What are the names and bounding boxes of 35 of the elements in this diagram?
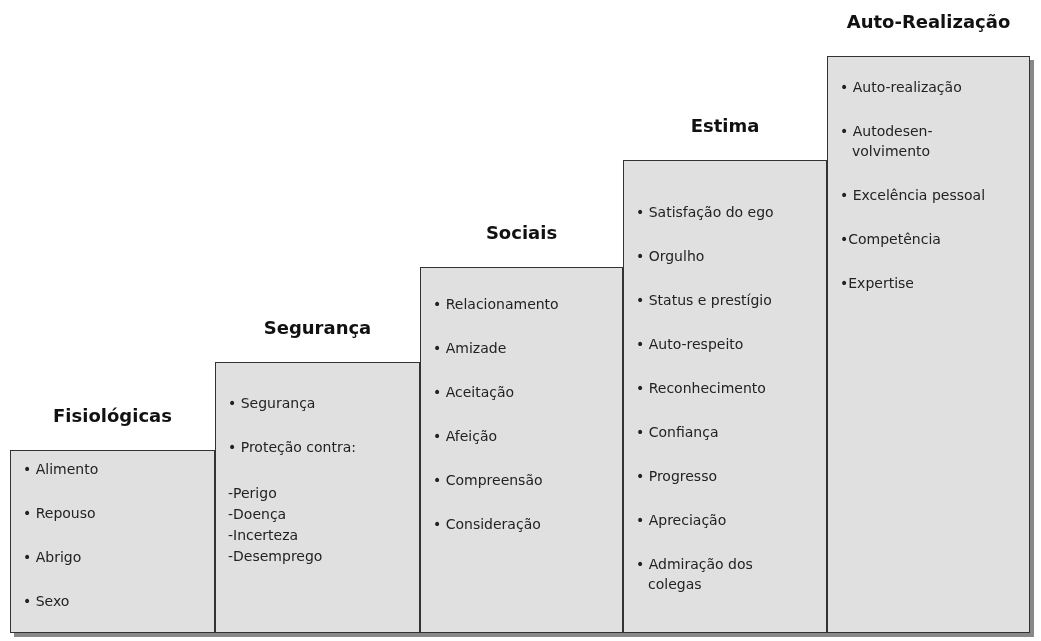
list-item: •Competência bbox=[839, 230, 942, 249]
list-item: • Excelência pessoal bbox=[839, 186, 987, 205]
list-item: • Autodesen- volvimento bbox=[839, 122, 934, 161]
step-heading: Auto-Realização bbox=[845, 11, 1012, 32]
step-heading: Fisiológicas bbox=[52, 405, 173, 426]
list-item: -Incerteza bbox=[227, 526, 300, 545]
step-heading: Segurança bbox=[262, 317, 373, 338]
list-item: • Abrigo bbox=[22, 548, 83, 567]
list-item: • Confiança bbox=[635, 423, 720, 442]
list-item: • Auto-realização bbox=[839, 78, 963, 97]
list-item: • Orgulho bbox=[635, 247, 706, 266]
list-item: -Doença bbox=[227, 505, 288, 524]
list-item: • Reconhecimento bbox=[635, 379, 767, 398]
list-item: -Desemprego bbox=[227, 547, 324, 566]
list-item: • Proteção contra: bbox=[227, 438, 357, 457]
list-item: • Alimento bbox=[22, 460, 100, 479]
list-item: •Expertise bbox=[839, 274, 915, 293]
list-item: • Repouso bbox=[22, 504, 97, 523]
list-item: • Admiração dos colegas bbox=[635, 555, 754, 594]
list-item: • Progresso bbox=[635, 467, 719, 486]
step-heading: Sociais bbox=[484, 222, 559, 243]
list-item: • Sexo bbox=[22, 592, 71, 611]
list-item: • Consideração bbox=[432, 515, 542, 534]
list-item: • Status e prestígio bbox=[635, 291, 773, 310]
list-item: • Relacionamento bbox=[432, 295, 560, 314]
list-item: • Compreensão bbox=[432, 471, 544, 490]
list-item: • Apreciação bbox=[635, 511, 728, 530]
step-heading: Estima bbox=[689, 115, 761, 136]
list-item: • Aceitação bbox=[432, 383, 516, 402]
list-item: • Segurança bbox=[227, 394, 317, 413]
list-item: • Amizade bbox=[432, 339, 508, 358]
list-item: • Auto-respeito bbox=[635, 335, 745, 354]
list-item: • Afeição bbox=[432, 427, 499, 446]
list-item: • Satisfação do ego bbox=[635, 203, 775, 222]
list-item: -Perigo bbox=[227, 484, 278, 503]
